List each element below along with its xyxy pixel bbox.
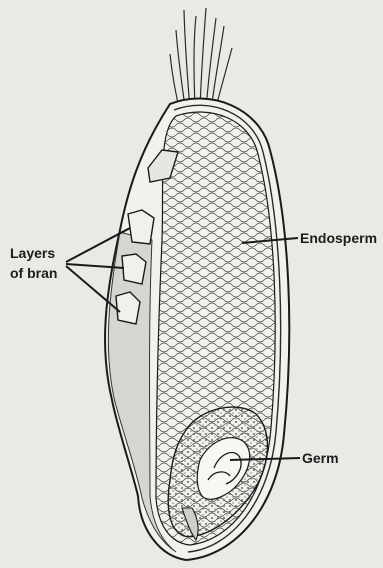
label-layers-of-bran-line1: Layers [10, 245, 55, 261]
bran-flap-1 [128, 210, 154, 244]
label-germ: Germ [302, 450, 339, 466]
label-layers-of-bran-line2: of bran [10, 265, 57, 281]
label-endosperm: Endosperm [300, 230, 377, 246]
bran-flap-2 [122, 254, 146, 284]
